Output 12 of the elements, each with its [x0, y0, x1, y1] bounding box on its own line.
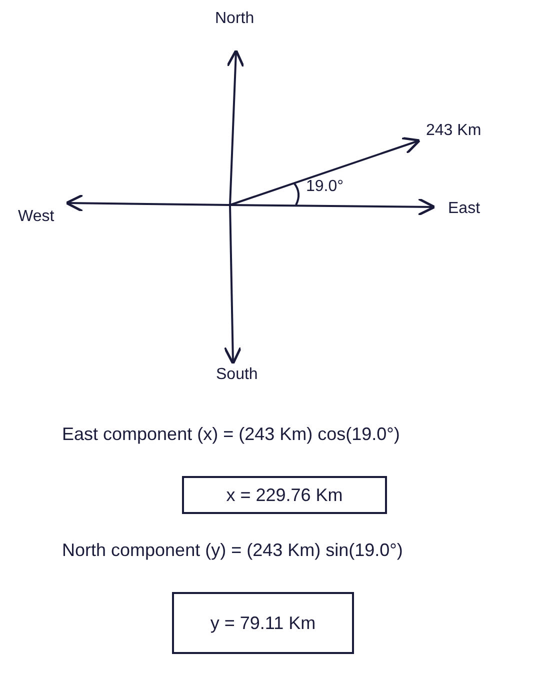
angle-label: 19.0°	[306, 178, 344, 196]
equation-text: East component (x) = (243 Km) cos(19.0°)	[62, 424, 400, 445]
axis-label: North	[215, 10, 254, 28]
axis-label: South	[216, 366, 258, 384]
equation-text: North component (y) = (243 Km) sin(19.0°)	[62, 540, 403, 561]
axis-label: East	[448, 200, 480, 218]
result-box	[182, 476, 387, 514]
magnitude-label: 243 Km	[426, 122, 482, 140]
result-text: y = 79.11 Km	[210, 612, 316, 634]
result-box	[172, 592, 354, 654]
result-text: x = 229.76 Km	[226, 484, 343, 506]
axis-label: West	[18, 208, 54, 226]
